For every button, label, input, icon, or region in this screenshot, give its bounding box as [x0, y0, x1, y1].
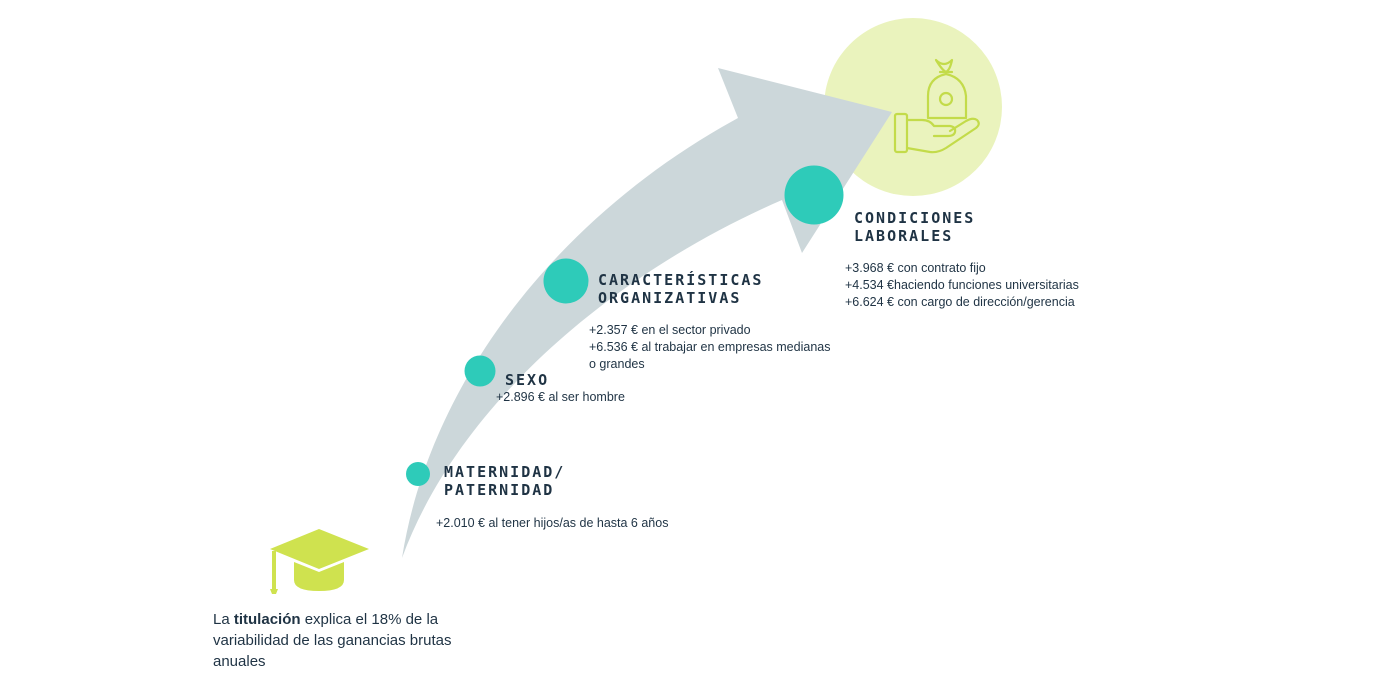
graduation-cap-icon	[270, 529, 369, 594]
goal-circle	[824, 18, 1002, 196]
milestone-dot-maternidad	[406, 462, 430, 486]
step-detail-line: +2.010 € al tener hijos/as de hasta 6 añ…	[436, 516, 669, 530]
progress-arrow	[402, 68, 892, 558]
step-detail-line: +4.534 €haciendo funciones universitaria…	[845, 278, 1079, 292]
milestone-dot-laborales	[784, 165, 844, 225]
intro-highlight: titulación	[233, 611, 301, 628]
step-detail-line: o grandes	[589, 357, 645, 371]
milestone-dot-organizativas	[543, 258, 589, 304]
step-detail-line: +6.624 € con cargo de dirección/gerencia	[845, 295, 1075, 309]
step-detail-sexo: +2.896 € al ser hombre	[496, 389, 625, 406]
step-detail-laborales: +3.968 € con contrato fijo +4.534 €hacie…	[845, 260, 1079, 311]
intro-prefix: La	[213, 611, 234, 628]
step-title-line: ORGANIZATIVAS	[598, 289, 742, 307]
step-title-line: SEXO	[505, 371, 550, 389]
step-title-line: PATERNIDAD	[444, 481, 555, 499]
step-title-line: CARACTERÍSTICAS	[598, 271, 764, 289]
step-title-line: LABORALES	[854, 227, 954, 245]
step-detail-line: +3.968 € con contrato fijo	[845, 261, 986, 275]
intro-suffix: explica el 18% de la variabilidad de las…	[213, 611, 452, 670]
step-title-maternidad: MATERNIDAD/ PATERNIDAD	[444, 463, 565, 499]
step-detail-maternidad: +2.010 € al tener hijos/as de hasta 6 añ…	[436, 515, 668, 532]
step-detail-line: +6.536 € al trabajar en empresas mediana…	[589, 340, 831, 354]
hand-money-bag-icon	[893, 58, 980, 154]
intro-text: La titulación explica el 18% de la varia…	[213, 609, 503, 672]
milestone-dot-sexo	[464, 355, 496, 387]
step-detail-line: +2.357 € en el sector privado	[589, 323, 751, 337]
step-detail-line: +2.896 € al ser hombre	[496, 390, 625, 404]
step-detail-organizativas: +2.357 € en el sector privado +6.536 € a…	[589, 322, 830, 373]
step-title-laborales: CONDICIONES LABORALES	[854, 209, 975, 245]
step-title-line: MATERNIDAD/	[444, 463, 566, 481]
step-title-line: CONDICIONES	[854, 209, 976, 227]
step-title-organizativas: CARACTERÍSTICAS ORGANIZATIVAS	[598, 271, 763, 307]
step-title-sexo: SEXO	[505, 371, 549, 389]
